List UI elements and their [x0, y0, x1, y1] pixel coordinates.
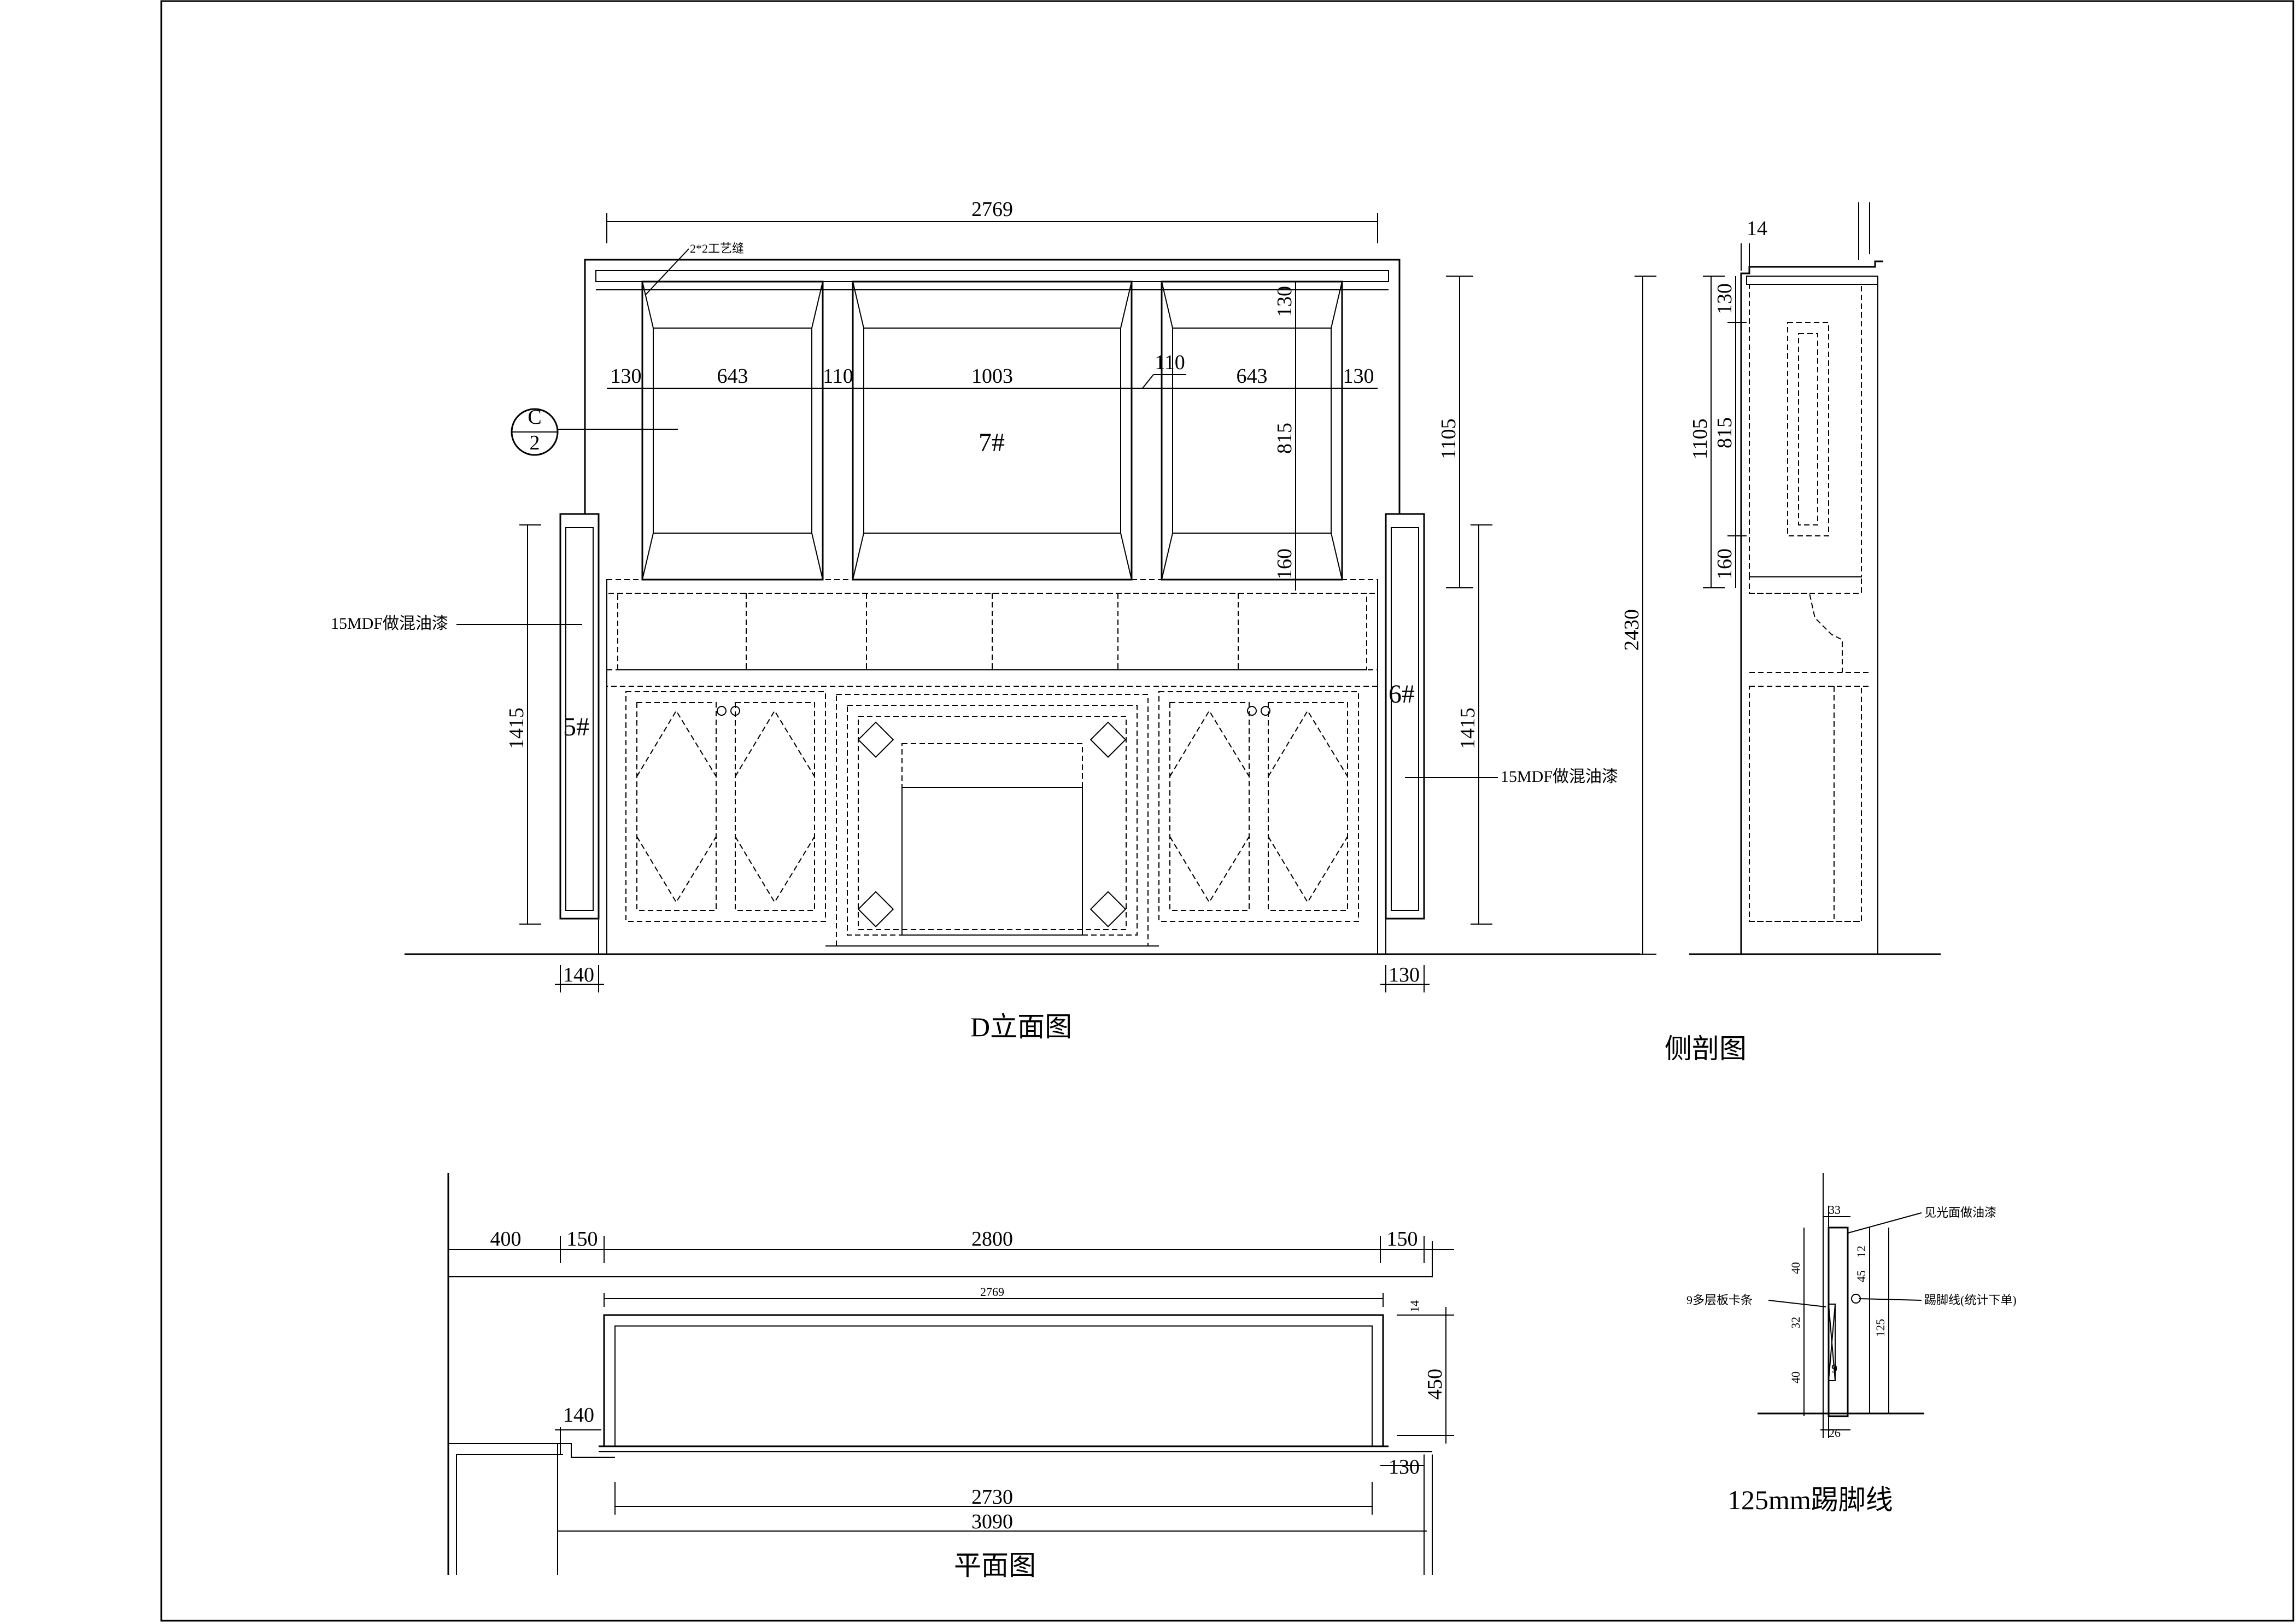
dim-v-130: 130 [1273, 286, 1296, 317]
lower-door-left [625, 691, 826, 922]
dim-row-2: 643 [717, 365, 748, 388]
cabinet-label-5: 5# [563, 712, 589, 741]
dim-v-right-1415: 1415 [1456, 708, 1479, 749]
section-dim-130: 130 [1713, 283, 1736, 314]
title-elevation: D立面图 [970, 1012, 1072, 1042]
plan-dim-2769: 2769 [980, 1285, 1004, 1299]
plan-dim-3090: 3090 [971, 1510, 1013, 1533]
crown-molding [595, 270, 1389, 282]
craft-seam-label: 2*2工艺缝 [690, 242, 744, 255]
section-dim-1105: 1105 [1689, 418, 1712, 459]
section-marker-bottom: 2 [530, 431, 540, 454]
frieze-top [606, 579, 1378, 594]
plan-dim-450: 450 [1424, 1369, 1446, 1400]
section-marker-top: C [528, 406, 541, 429]
dim-row-4: 1003 [971, 365, 1013, 388]
skirting-detail: 33 见光面做油漆 踢脚线(统计下单) 9多层板卡条 40 32 40 12 4… [1686, 1173, 2017, 1515]
section-dim-2430: 2430 [1620, 609, 1643, 651]
skirting-note-mid: 踢脚线(统计下单) [1924, 1293, 2017, 1307]
section-view: 14 1105 130 815 160 2430 侧剖图 [1620, 202, 1941, 1064]
skirting-note-top: 见光面做油漆 [1924, 1206, 1996, 1219]
skirting-dim-26: 26 [1829, 1426, 1841, 1440]
elevation-view: 2769 2*2工艺缝 [331, 198, 1640, 1042]
dim-row-6: 643 [1237, 365, 1268, 388]
note-right: 15MDF做混油漆 [1501, 768, 1618, 786]
plan-dim-2800: 2800 [971, 1228, 1013, 1251]
cabinet-label-7: 7# [979, 428, 1005, 457]
section-dim-815: 815 [1713, 417, 1736, 448]
upper-panel-right [1161, 281, 1343, 581]
section-dim-14: 14 [1747, 217, 1767, 240]
plan-dim-2730: 2730 [971, 1486, 1013, 1509]
dim-v-1105: 1105 [1437, 418, 1460, 459]
skirting-dim-33: 33 [1829, 1203, 1841, 1217]
fireplace [825, 694, 1159, 947]
plan-dim-130: 130 [1389, 1456, 1420, 1479]
cabinet-label-6: 6# [1389, 680, 1415, 709]
plan-dim-14: 14 [1408, 1300, 1421, 1312]
upper-panel-left [641, 281, 824, 581]
dim-bottom-140: 140 [563, 963, 594, 986]
skirting-dim-125: 125 [1873, 1319, 1887, 1337]
skirting-dim-9: 9 [1831, 1362, 1837, 1375]
skirting-note-left: 9多层板卡条 [1686, 1293, 1753, 1307]
title-section: 侧剖图 [1665, 1033, 1747, 1064]
dim-row-5: 110 [1155, 351, 1185, 374]
dim-row-3: 110 [823, 365, 853, 388]
plan-dim-150-right: 150 [1387, 1228, 1418, 1251]
dim-bottom-130: 130 [1389, 963, 1420, 986]
dim-row-1: 130 [611, 365, 642, 388]
dim-v-815: 815 [1273, 423, 1296, 454]
skirting-dim-40b: 40 [1789, 1371, 1802, 1383]
skirting-dim-40a: 40 [1789, 1262, 1802, 1274]
skirting-dim-32: 32 [1789, 1317, 1802, 1329]
section-dim-160: 160 [1713, 548, 1736, 580]
dim-v-left-1415: 1415 [505, 708, 528, 749]
dim-top-width: 2769 [971, 198, 1013, 221]
dim-v-160: 160 [1273, 548, 1296, 580]
dim-row-7: 130 [1343, 365, 1374, 388]
plan-dim-150-left: 150 [567, 1228, 598, 1251]
lower-door-right [1158, 691, 1359, 922]
plan-view: 400 150 2800 150 2769 450 14 140 130 [447, 1173, 1454, 1581]
title-skirting: 125mm踢脚线 [1727, 1485, 1893, 1515]
sheet-border [160, 0, 2294, 1622]
skirting-dim-45: 45 [1854, 1270, 1868, 1282]
title-plan: 平面图 [954, 1550, 1036, 1581]
plan-dim-140: 140 [563, 1404, 594, 1427]
skirting-profile [1828, 1226, 1849, 1417]
note-left: 15MDF做混油漆 [331, 615, 448, 633]
skirting-dim-12: 12 [1854, 1246, 1868, 1258]
plan-dim-400: 400 [490, 1228, 522, 1251]
